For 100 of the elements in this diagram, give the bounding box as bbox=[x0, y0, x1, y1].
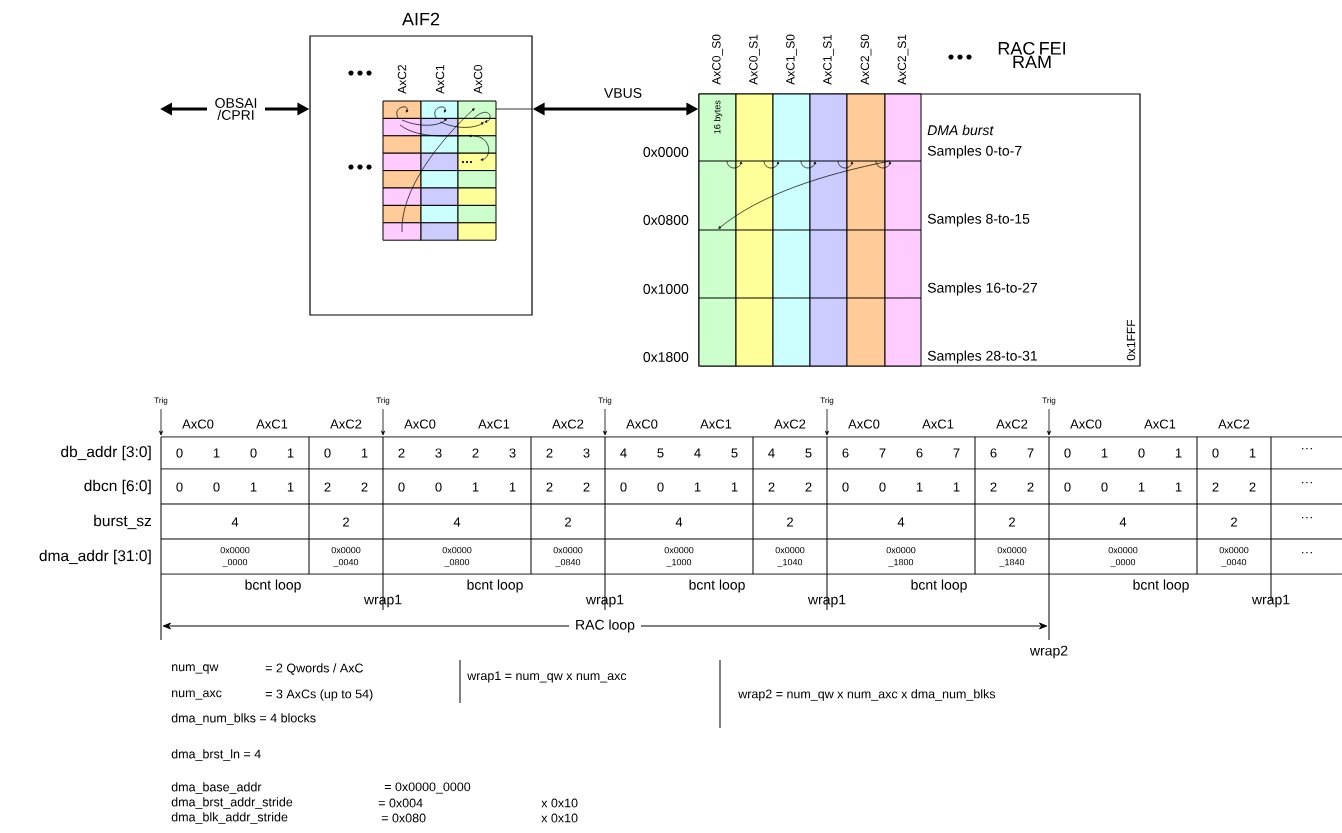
table-value: 0x0000 _0040 bbox=[1219, 546, 1249, 568]
table-value: 2 bbox=[546, 482, 553, 492]
table-value: 6 bbox=[916, 448, 923, 458]
table-value: 0x0000 _0000 bbox=[220, 546, 250, 568]
table-value: 2 bbox=[787, 517, 793, 527]
table-value: 2 bbox=[1027, 482, 1034, 492]
table-value: 2 bbox=[768, 482, 775, 492]
table-value: 0 bbox=[250, 448, 257, 458]
edge-label: OBSAI /CPRI bbox=[207, 97, 265, 121]
row-header: db_addr [3:0] bbox=[61, 445, 151, 461]
ellipsis-text: ··· bbox=[1302, 447, 1312, 450]
ellipsis-text: ··· bbox=[1302, 481, 1312, 484]
formula-text: dma_brst_ln = 4 bbox=[171, 749, 261, 761]
table-value: 4 bbox=[897, 517, 905, 527]
channel-label: AxC1 bbox=[922, 419, 954, 429]
trigger-label: Trig bbox=[376, 397, 390, 405]
channel-label: AxC0 bbox=[1070, 419, 1102, 429]
table-value: 1 bbox=[472, 482, 479, 492]
row-header: dma_addr [31:0] bbox=[39, 549, 151, 565]
sample-label: Samples 16-to-27 bbox=[927, 282, 1037, 296]
column-label: AxC2 bbox=[397, 65, 407, 94]
table-value: 1 bbox=[250, 482, 257, 492]
table-value: 0x0000 _1840 bbox=[997, 546, 1027, 568]
table-value: 0x0000 _0040 bbox=[331, 546, 361, 568]
block-title: AIF2 bbox=[402, 12, 440, 26]
table-value: 0 bbox=[1212, 448, 1219, 458]
formula-text: wrap1 = num_qw x num_axc bbox=[467, 671, 627, 683]
table-value: 2 bbox=[990, 482, 997, 492]
table-value: 4 bbox=[675, 517, 683, 527]
table-value: 0 bbox=[1064, 448, 1071, 458]
table-value: 0 bbox=[1101, 482, 1108, 492]
table-value: 4 bbox=[620, 448, 627, 458]
loop-label: bcnt loop bbox=[689, 579, 745, 593]
table-value: 0 bbox=[176, 482, 183, 492]
channel-label: AxC2 bbox=[552, 419, 584, 429]
loop-label: wrap1 bbox=[363, 594, 402, 608]
table-value: 1 bbox=[287, 448, 294, 458]
loop-label: wrap1 bbox=[1251, 594, 1290, 608]
table-value: 0x0000 _1800 bbox=[886, 546, 916, 568]
loop-label: bcnt loop bbox=[245, 579, 301, 593]
channel-label: AxC0 bbox=[182, 419, 214, 429]
table-value: 7 bbox=[953, 448, 960, 458]
table-value: 2 bbox=[343, 517, 349, 527]
table-value: 2 bbox=[324, 482, 331, 492]
loop-label: bcnt loop bbox=[467, 579, 523, 593]
formula-text: dma_brst_addr_stride bbox=[171, 797, 293, 809]
block-title: RAC FEI RAM bbox=[998, 41, 1065, 69]
formula-text: dma_blk_addr_stride bbox=[171, 812, 288, 824]
column-label: AxC1 bbox=[435, 65, 445, 94]
formula-text: = 0x0000_0000 bbox=[384, 782, 471, 794]
formula-text: x 0x10 bbox=[541, 798, 578, 808]
table-value: 1 bbox=[1175, 482, 1182, 492]
table-value: 2 bbox=[1231, 517, 1237, 527]
channel-label: AxC0 bbox=[626, 419, 658, 429]
table-value: 2 bbox=[361, 482, 368, 492]
channel-label: AxC0 bbox=[848, 419, 880, 429]
table-value: 2 bbox=[583, 482, 590, 492]
ellipsis-text: ··· bbox=[1302, 516, 1312, 519]
trigger-label: Trig bbox=[598, 397, 612, 405]
sample-label: Samples 0-to-7 bbox=[927, 145, 1022, 159]
loop-label: wrap2 bbox=[1029, 645, 1068, 659]
loop-label: bcnt loop bbox=[911, 579, 967, 593]
loop-label: wrap1 bbox=[807, 594, 846, 608]
table-value: 4 bbox=[768, 448, 775, 458]
table-value: 1 bbox=[287, 482, 294, 492]
table-value: 4 bbox=[231, 517, 239, 527]
table-value: 1 bbox=[694, 482, 701, 492]
table-value: 3 bbox=[583, 448, 590, 458]
channel-label: AxC1 bbox=[478, 419, 510, 429]
formula-text: dma_base_addr bbox=[171, 782, 262, 794]
trigger-label: Trig bbox=[1042, 397, 1056, 405]
row-header: burst_sz bbox=[94, 514, 152, 530]
table-value: 0 bbox=[1138, 448, 1145, 458]
table-value: 7 bbox=[879, 448, 886, 458]
table-value: 2 bbox=[472, 448, 479, 458]
table-value: 0 bbox=[879, 482, 886, 492]
table-value: 0 bbox=[213, 482, 220, 492]
table-value: 1 bbox=[916, 482, 923, 492]
channel-label: AxC1 bbox=[1144, 419, 1176, 429]
table-value: 5 bbox=[657, 448, 664, 458]
table-value: 0 bbox=[398, 482, 405, 492]
address-label: 0x1FFF bbox=[1126, 319, 1136, 361]
table-value: 2 bbox=[565, 517, 571, 527]
table-value: 1 bbox=[731, 482, 738, 492]
table-value: 1 bbox=[1175, 448, 1182, 458]
table-value: 5 bbox=[805, 448, 812, 458]
table-value: 1 bbox=[1101, 448, 1108, 458]
table-value: 2 bbox=[1249, 482, 1256, 492]
channel-label: AxC1 bbox=[256, 419, 288, 429]
table-value: 2 bbox=[398, 448, 405, 458]
channel-label: AxC2 bbox=[996, 419, 1028, 429]
formula-text: num_axc bbox=[172, 690, 222, 700]
table-value: 1 bbox=[213, 448, 220, 458]
sample-label: Samples 28-to-31 bbox=[927, 350, 1037, 364]
loop-label: bcnt loop bbox=[1133, 579, 1189, 593]
table-value: 0x0000 _1040 bbox=[775, 546, 805, 568]
table-value: 5 bbox=[731, 448, 738, 458]
column-label: AxC0 bbox=[473, 64, 483, 94]
table-value: 3 bbox=[509, 448, 516, 458]
formula-text: dma_num_blks = 4 blocks bbox=[171, 713, 316, 725]
